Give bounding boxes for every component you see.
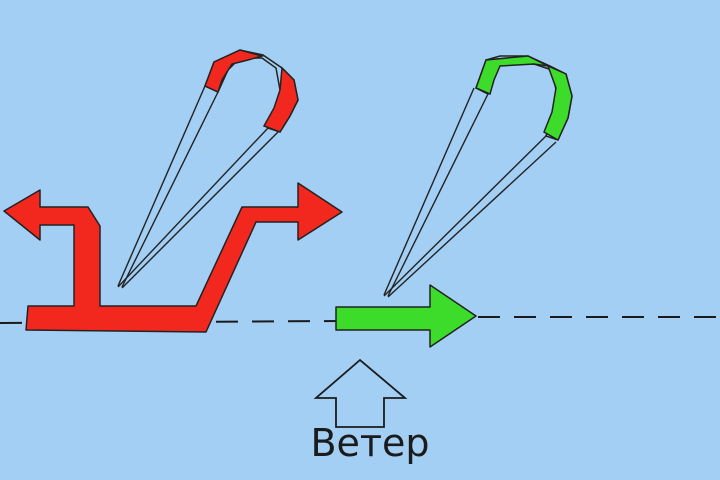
red-kite-left-tip	[204, 49, 265, 94]
green-kite-right-tip	[543, 64, 573, 142]
green-kite	[475, 55, 573, 142]
green-kite-lines	[383, 87, 557, 298]
green-kite-left-tip	[475, 55, 549, 96]
red-pull-arrows	[3, 182, 343, 333]
up-arrow-outline-icon	[313, 358, 408, 428]
red-kite	[204, 49, 299, 133]
red-kite-lines	[117, 85, 279, 289]
red-kite-right-tip	[262, 66, 299, 133]
wind-label: Ветер	[310, 421, 430, 465]
green-direction-arrow	[335, 284, 477, 348]
